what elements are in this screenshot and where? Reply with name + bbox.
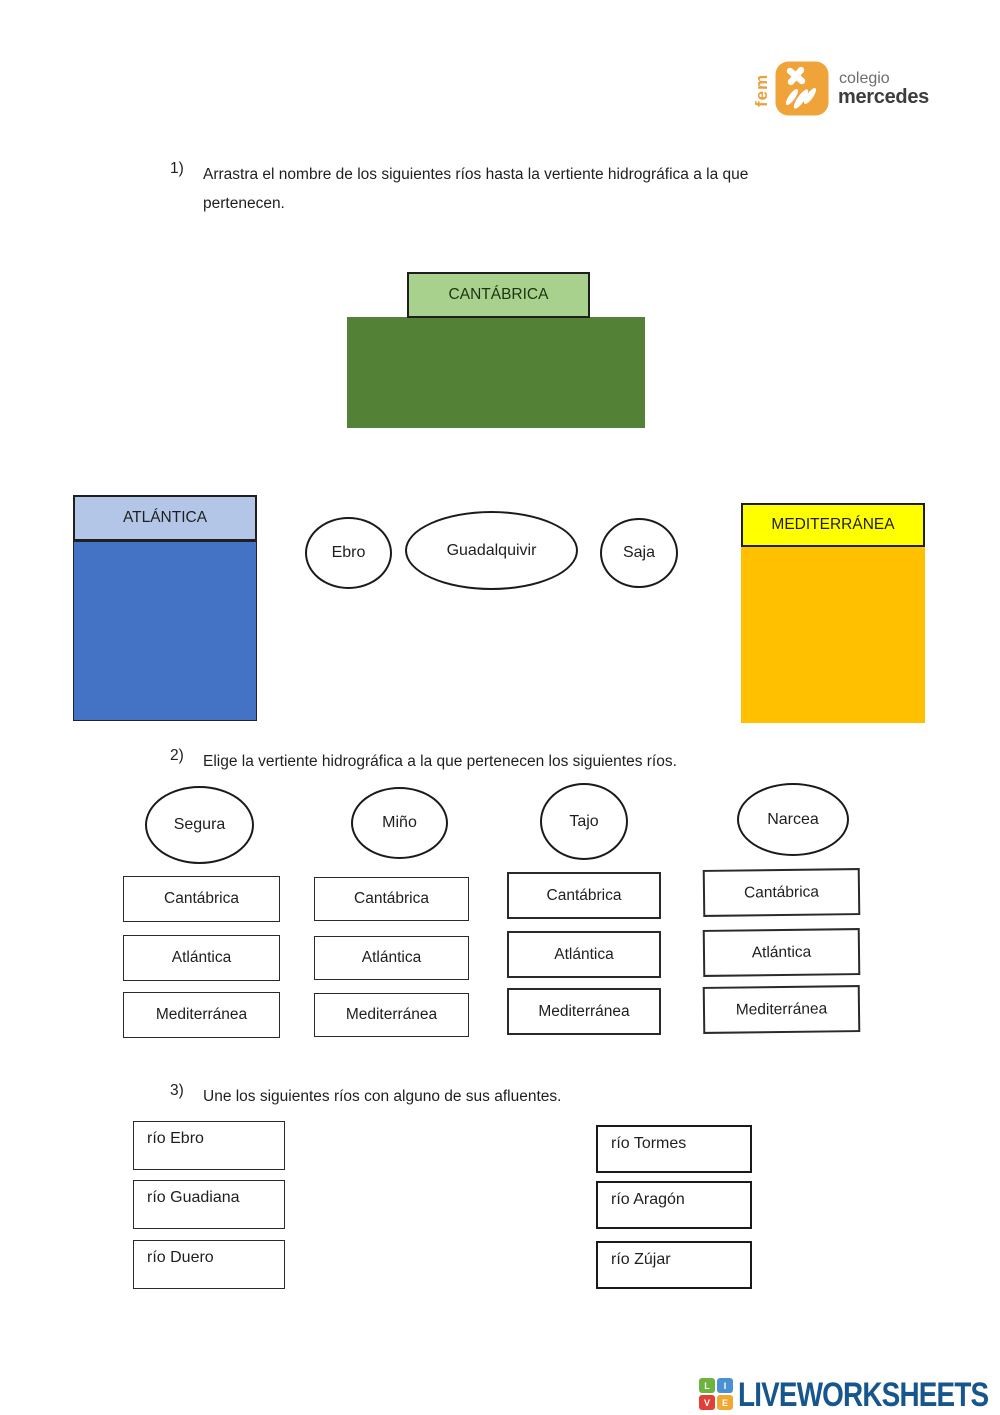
river-oval-segura: Segura <box>145 786 254 864</box>
option-segura-mediterranea[interactable]: Mediterránea <box>123 992 280 1038</box>
liveworksheets-wordmark: LIVEWORKSHEETS <box>738 1376 989 1414</box>
option-mino-mediterranea[interactable]: Mediterránea <box>314 993 469 1037</box>
match-right-rio-aragon[interactable]: río Aragón <box>596 1181 752 1229</box>
match-right-rio-zujar[interactable]: río Zújar <box>596 1241 752 1289</box>
dropzone-cantabrica[interactable] <box>347 317 645 428</box>
liveworksheets-icon-square-l: L <box>699 1378 715 1393</box>
option-segura-atlantica[interactable]: Atlántica <box>123 935 280 981</box>
option-tajo-cantabrica[interactable]: Cantábrica <box>507 872 661 919</box>
liveworksheets-icon-square-i: I <box>717 1378 733 1393</box>
match-left-rio-guadiana[interactable]: río Guadiana <box>133 1180 285 1229</box>
question-1-text: Arrastra el nombre de los siguientes río… <box>203 166 749 212</box>
match-left-rio-ebro[interactable]: río Ebro <box>133 1121 285 1170</box>
question-2-number: 2) <box>170 747 184 764</box>
fem-logo-vertical-text: fem <box>752 73 771 107</box>
option-narcea-atlantica[interactable]: Atlántica <box>702 928 861 977</box>
school-name-colegio: colegio <box>839 70 890 87</box>
question-2-text: Elige la vertiente hidrográfica a la que… <box>203 753 677 770</box>
dropzone-atlantica[interactable] <box>73 541 257 721</box>
option-mino-atlantica[interactable]: Atlántica <box>314 936 469 980</box>
basin-label-atlantica: ATLÁNTICA <box>73 495 257 541</box>
question-1-number: 1) <box>170 160 184 177</box>
option-narcea-cantabrica[interactable]: Cantábrica <box>702 868 861 917</box>
river-oval-mino: Miño <box>351 787 448 859</box>
draggable-river-ebro[interactable]: Ebro <box>305 517 392 589</box>
liveworksheets-icon-square-v: V <box>699 1395 715 1410</box>
option-narcea-mediterranea[interactable]: Mediterránea <box>702 985 861 1034</box>
river-oval-narcea: Narcea <box>737 783 849 856</box>
basin-label-mediterranea: MEDITERRÁNEA <box>741 503 925 547</box>
liveworksheets-icon: L I V E <box>699 1378 735 1411</box>
match-right-rio-tormes[interactable]: río Tormes <box>596 1125 752 1173</box>
match-left-rio-duero[interactable]: río Duero <box>133 1240 285 1289</box>
option-segura-cantabrica[interactable]: Cantábrica <box>123 876 280 922</box>
question-3-number: 3) <box>170 1082 184 1099</box>
dropzone-mediterranea[interactable] <box>741 547 925 723</box>
river-oval-tajo: Tajo <box>540 783 628 860</box>
option-tajo-atlantica[interactable]: Atlántica <box>507 931 661 978</box>
liveworksheets-icon-square-e: E <box>717 1395 733 1410</box>
basin-label-cantabrica: CANTÁBRICA <box>407 272 590 318</box>
draggable-river-guadalquivir[interactable]: Guadalquivir <box>405 511 578 590</box>
school-name-mercedes: mercedes <box>838 86 929 108</box>
option-mino-cantabrica[interactable]: Cantábrica <box>314 877 469 921</box>
option-tajo-mediterranea[interactable]: Mediterránea <box>507 988 661 1035</box>
fem-logo-icon <box>775 61 829 121</box>
draggable-river-saja[interactable]: Saja <box>600 518 678 588</box>
question-3-text: Une los siguientes ríos con alguno de su… <box>203 1088 562 1105</box>
